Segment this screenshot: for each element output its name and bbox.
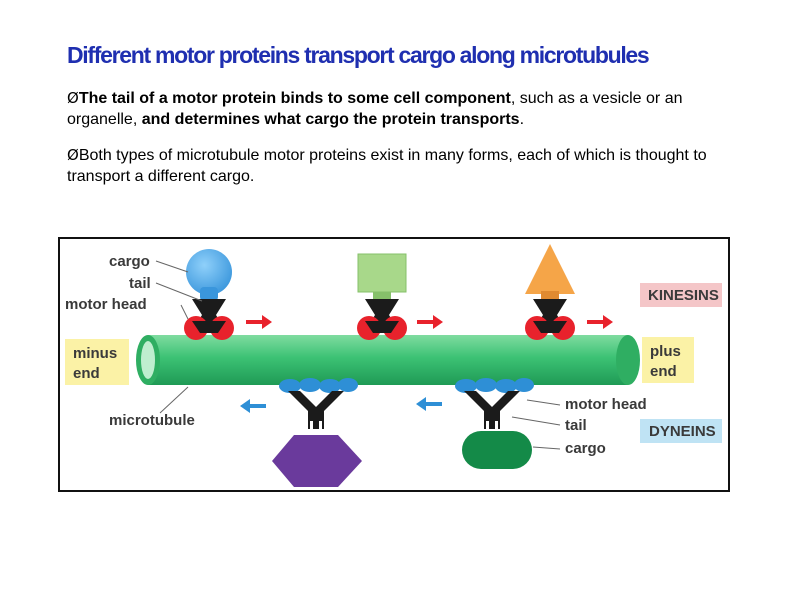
leader-line <box>532 446 561 450</box>
cargo-stalk <box>541 291 559 301</box>
red-arrow-right-icon <box>246 315 272 329</box>
dynein-tail-line <box>486 421 489 433</box>
kinesin-neck <box>533 321 567 333</box>
slide-title: Different motor proteins transport cargo… <box>67 42 650 68</box>
plus-end-tag-bg <box>642 337 694 383</box>
cargo-hexagon <box>272 435 362 487</box>
label-plus-end: end <box>650 363 677 380</box>
label-tail-bottom: tail <box>565 417 587 434</box>
dyneins-tag-bg <box>640 419 722 443</box>
label-cargo-top: cargo <box>109 253 150 270</box>
bullet-1-plain-part-2: . <box>519 111 525 128</box>
leader-line <box>159 386 189 414</box>
dynein-head <box>319 379 341 393</box>
label-cargo-bottom: cargo <box>565 440 606 457</box>
dynein-green-cargo <box>455 378 534 469</box>
dynein-tail-line <box>495 421 498 433</box>
kinesin-square-cargo <box>357 253 407 340</box>
dynein-tail <box>288 391 344 429</box>
label-kinesins: KINESINS <box>648 287 719 304</box>
cargo-vesicle-blue <box>186 249 232 295</box>
kinesin-direction-arrows <box>246 315 613 329</box>
leader-lines <box>155 260 561 450</box>
kinesin-triangle-cargo <box>525 244 575 340</box>
label-motor-head-bottom: motor head <box>565 396 647 413</box>
leader-line <box>155 282 203 302</box>
dynein-head <box>475 378 497 392</box>
motor-protein-diagram: cargo tail motor head microtubule minus … <box>65 244 722 487</box>
dynein-head <box>495 379 517 393</box>
cargo-stalk <box>373 292 391 302</box>
leader-line <box>526 399 561 406</box>
blue-arrow-left-icon <box>240 399 266 413</box>
microtubule-minus-opening <box>141 341 155 379</box>
red-arrow-right-icon <box>417 315 443 329</box>
blue-arrow-left-icon <box>416 397 442 411</box>
cargo-triangle <box>525 244 575 294</box>
label-minus: minus <box>73 345 117 362</box>
red-arrow-right-icon <box>587 315 613 329</box>
leader-line <box>511 416 561 426</box>
bullet-1-bold-part-2: and determines what cargo the protein tr… <box>141 111 520 128</box>
label-motor-head-top: motor head <box>65 296 147 313</box>
label-plus: plus <box>650 343 681 360</box>
plus-end-tag: plus end <box>642 337 694 383</box>
cargo-stalk <box>200 287 218 301</box>
minus-end-tag: minus end <box>65 339 129 385</box>
kinesins-tag: KINESINS <box>640 283 722 307</box>
dynein-direction-arrows <box>240 397 442 413</box>
leader-line <box>155 260 189 273</box>
dyneins-tag: DYNEINS <box>640 419 722 443</box>
bullet-arrow-icon: Ø <box>67 146 79 164</box>
bullet-arrow-icon: Ø <box>67 89 79 107</box>
kinesin-blue-cargo <box>184 249 234 340</box>
dynein-tail <box>464 391 520 429</box>
label-microtubule: microtubule <box>109 412 195 429</box>
motor-protein-figure: cargo tail motor head microtubule minus … <box>58 237 730 492</box>
kinesins-tag-bg <box>640 283 722 307</box>
dynein-head <box>455 379 477 393</box>
bullet-tail-binds-cargo: ØThe tail of a motor protein binds to so… <box>67 88 747 130</box>
dynein-head <box>514 378 534 392</box>
dynein-tail-line <box>319 421 322 433</box>
dynein-head <box>299 378 321 392</box>
leader-line <box>180 304 189 320</box>
dynein-head <box>338 378 358 392</box>
dynein-purple-cargo <box>272 378 362 487</box>
microtubule-body <box>148 335 628 385</box>
microtubule <box>136 335 640 385</box>
label-dyneins: DYNEINS <box>649 423 716 440</box>
dynein-head <box>279 379 301 393</box>
bullet-1-plain-part-1: , such as a vesicle or an organelle, <box>67 90 683 128</box>
label-tail-top: tail <box>129 275 151 292</box>
bullet-2-text: Both types of microtubule motor proteins… <box>67 147 707 185</box>
bullet-1-bold-part-1: The tail of a motor protein binds to som… <box>78 90 511 107</box>
cargo-square <box>357 253 407 293</box>
microtubule-plus-cap <box>616 335 640 385</box>
minus-end-tag-bg <box>65 339 129 385</box>
kinesin-neck <box>365 321 399 333</box>
label-minus-end: end <box>73 365 100 382</box>
dynein-tail-line <box>310 421 313 433</box>
bullet-motor-forms: ØBoth types of microtubule motor protein… <box>67 145 747 187</box>
kinesin-neck <box>192 321 226 333</box>
cargo-green-vesicle <box>462 431 532 469</box>
